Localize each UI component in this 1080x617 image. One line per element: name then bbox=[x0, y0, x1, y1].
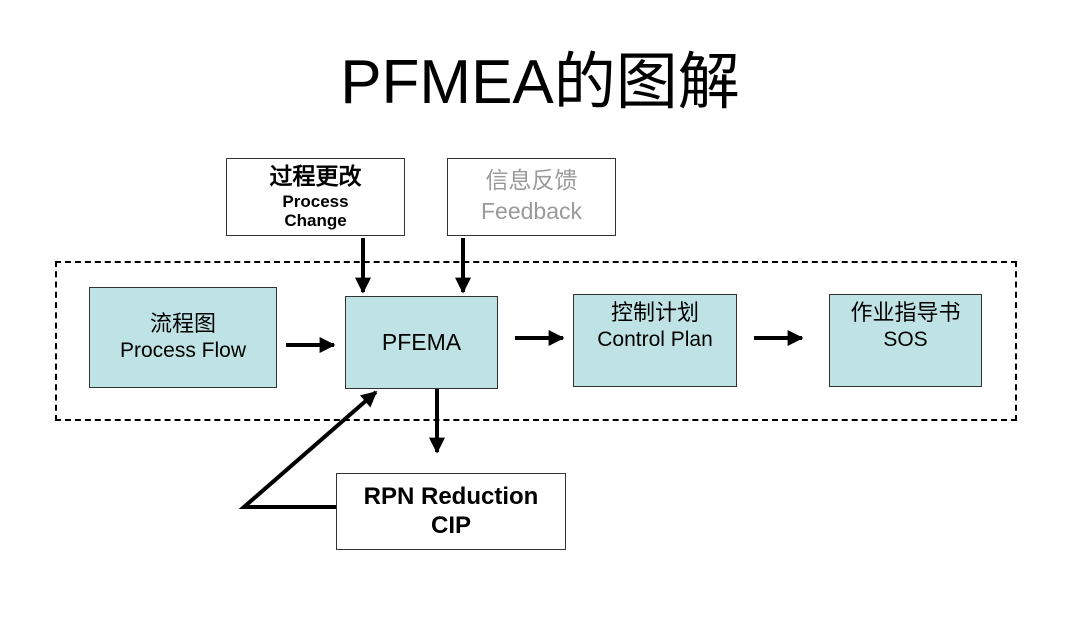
rpn-reduction-line2: CIP bbox=[430, 511, 471, 539]
process-flow-en: Process Flow bbox=[119, 339, 247, 363]
sos-en: SOS bbox=[883, 328, 928, 352]
process-boundary-frame bbox=[55, 261, 1017, 421]
process-change-en-line1: Process bbox=[282, 192, 349, 212]
process-flow-box: 流程图 Process Flow bbox=[89, 287, 277, 388]
control-plan-en: Control Plan bbox=[597, 328, 713, 352]
page-title: PFMEA的图解 bbox=[340, 48, 740, 117]
process-change-box: 过程更改 Process Change bbox=[226, 158, 405, 236]
feedback-en: Feedback bbox=[480, 198, 582, 224]
feedback-zh: 信息反馈 bbox=[485, 168, 578, 195]
process-flow-zh: 流程图 bbox=[149, 311, 216, 337]
rpn-reduction-line1: RPN Reduction bbox=[363, 482, 539, 510]
feedback-box: 信息反馈 Feedback bbox=[447, 158, 616, 236]
rpn-reduction-box: RPN Reduction CIP bbox=[336, 473, 566, 550]
sos-zh: 作业指导书 bbox=[850, 301, 961, 326]
arrow-rpn-loop-to-pfema bbox=[238, 390, 378, 509]
pfema-label: PFEMA bbox=[381, 328, 462, 355]
sos-box: 作业指导书 SOS bbox=[829, 294, 982, 387]
control-plan-box: 控制计划 Control Plan bbox=[573, 294, 737, 387]
pfema-box: PFEMA bbox=[345, 296, 498, 389]
process-change-en-line2: Change bbox=[284, 210, 347, 230]
control-plan-zh: 控制计划 bbox=[610, 301, 699, 326]
process-change-zh: 过程更改 bbox=[269, 163, 362, 190]
